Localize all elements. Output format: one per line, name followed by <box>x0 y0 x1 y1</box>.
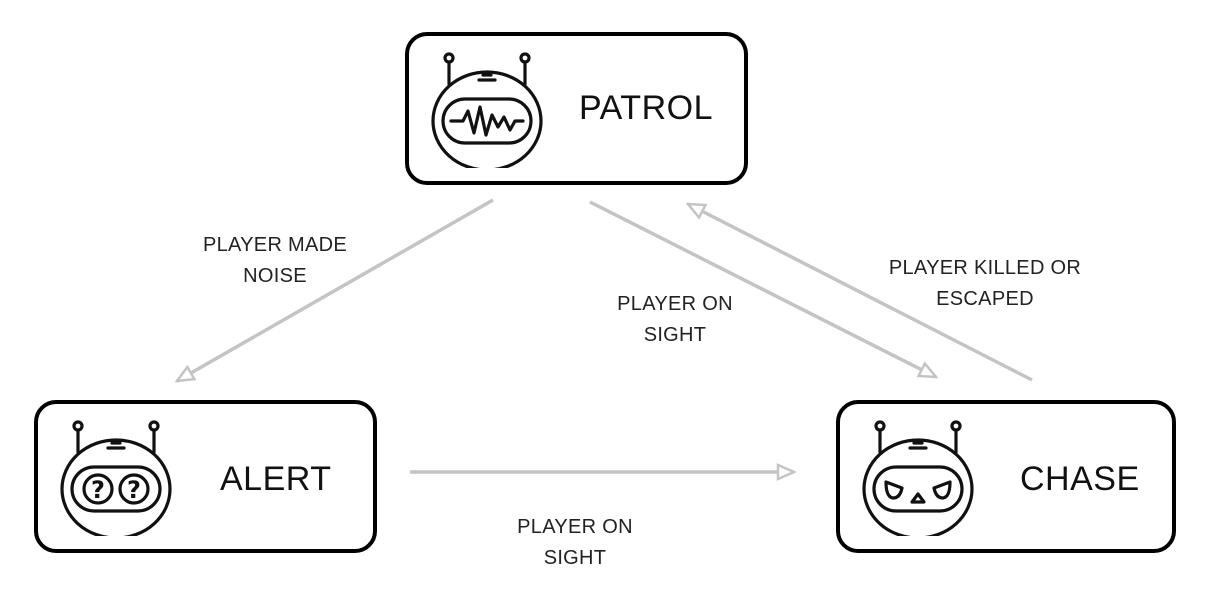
state-chase: CHASE <box>836 400 1176 553</box>
transition-label-patrol-to-chase: PLAYER ON SIGHT <box>580 289 770 351</box>
arrow-chase-to-patrol <box>688 202 1033 382</box>
transition-label-line: SIGHT <box>643 324 707 346</box>
state-patrol: PATROL <box>405 32 748 185</box>
transition-label-line: PLAYER KILLED OR <box>888 257 1082 279</box>
state-alert: ? ? ALERT <box>34 400 377 553</box>
transition-label-line: PLAYER ON <box>517 516 633 538</box>
svg-text:?: ? <box>91 476 105 504</box>
transition-label-line: ESCAPED <box>936 288 1034 310</box>
state-label-alert: ALERT <box>220 460 332 498</box>
transition-label-line: PLAYER MADE <box>202 234 348 256</box>
transition-label-patrol-to-alert: PLAYER MADE NOISE <box>180 230 370 292</box>
robot-question-icon: ? ? <box>60 420 172 536</box>
robot-heartbeat-icon <box>431 52 543 168</box>
arrow-patrol-to-chase <box>589 200 936 379</box>
arrow-patrol-to-alert <box>177 198 494 381</box>
transition-label-line: PLAYER ON <box>617 293 733 315</box>
transition-label-line: NOISE <box>243 265 307 287</box>
transition-label-chase-to-patrol: PLAYER KILLED OR ESCAPED <box>870 253 1100 315</box>
state-label-chase: CHASE <box>1020 460 1140 498</box>
transition-label-line: SIGHT <box>543 547 607 569</box>
svg-text:?: ? <box>127 476 141 504</box>
robot-angry-icon <box>862 420 974 536</box>
transition-label-alert-to-chase: PLAYER ON SIGHT <box>480 512 670 574</box>
state-label-patrol: PATROL <box>579 89 713 127</box>
